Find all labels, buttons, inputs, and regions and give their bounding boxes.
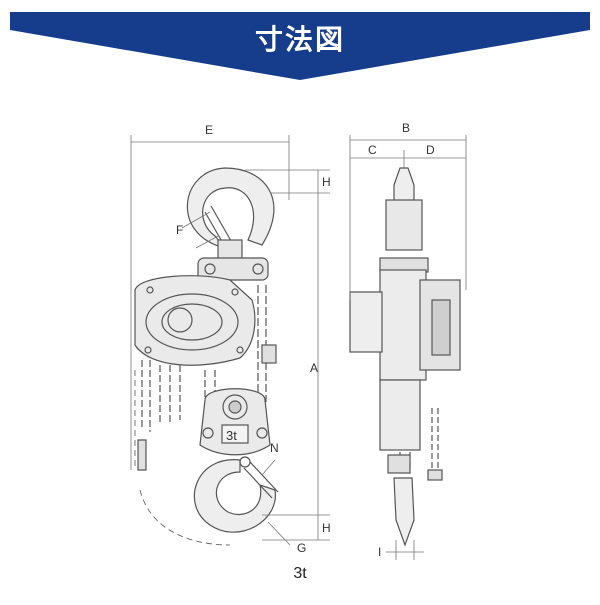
hoist-body	[134, 275, 256, 366]
title-banner	[10, 12, 590, 80]
dim-I: I	[378, 545, 381, 559]
side-view	[349, 167, 461, 547]
side-bottom-hook	[393, 477, 415, 547]
dim-G: G	[297, 541, 306, 555]
plate-label: 3t	[226, 428, 237, 443]
dim-H-top: H	[322, 175, 331, 189]
bottom-block	[199, 388, 271, 456]
banner-title: 寸法図	[254, 23, 345, 56]
dim-N: N	[270, 441, 279, 455]
dim-A: A	[310, 361, 318, 375]
dim-E: E	[205, 123, 213, 137]
dim-D: D	[426, 143, 435, 157]
front-view	[134, 167, 279, 546]
front-dimension-lines	[130, 135, 330, 546]
dim-F: F	[176, 223, 183, 237]
top-hook	[186, 167, 275, 250]
side-dimension-lines	[349, 135, 467, 560]
dim-C: C	[368, 143, 377, 157]
bottom-hook	[193, 459, 276, 533]
dim-H-bottom: H	[322, 521, 331, 535]
dim-B: B	[402, 121, 410, 135]
capacity-caption: 3t	[293, 565, 307, 582]
